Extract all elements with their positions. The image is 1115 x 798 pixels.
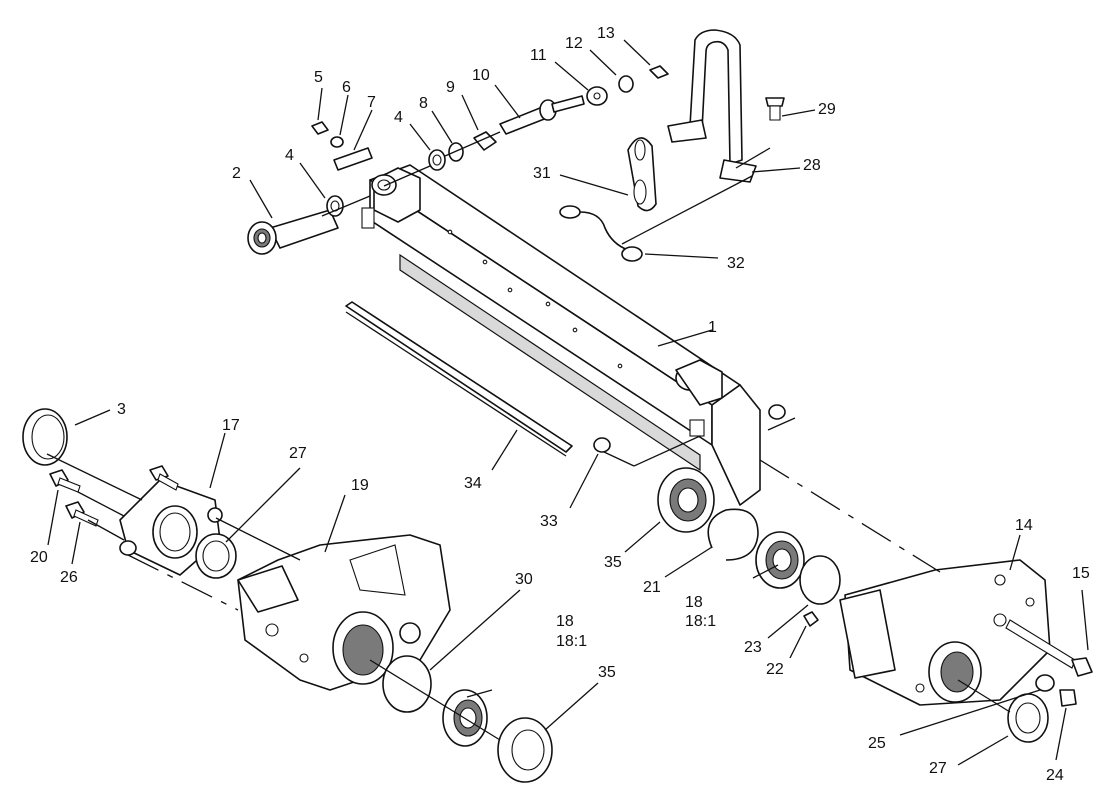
part-15-bolt xyxy=(1005,619,1093,677)
callout-4-left: 4 xyxy=(285,147,294,164)
callout-24: 24 xyxy=(1046,767,1064,784)
callout-19: 19 xyxy=(351,477,369,494)
part-4-bushing-right xyxy=(428,149,446,171)
part-19-housing xyxy=(237,534,451,691)
callout-9: 9 xyxy=(446,79,455,96)
part-31-chain xyxy=(627,137,657,212)
part-35-seal-right xyxy=(657,467,715,533)
part-4-bushing-left xyxy=(326,195,344,217)
callout-26: 26 xyxy=(60,569,78,586)
callout-1: 1 xyxy=(708,319,717,336)
callout-3: 3 xyxy=(117,401,126,418)
part-6-washer xyxy=(330,136,344,148)
callout-10: 10 xyxy=(472,67,490,84)
part-27-seal-right xyxy=(1007,693,1049,743)
callout-5: 5 xyxy=(314,69,323,86)
callout-27-right: 27 xyxy=(929,760,947,777)
callout-18-right: 18 xyxy=(685,594,703,611)
part-20-bolt xyxy=(49,469,81,493)
callout-21: 21 xyxy=(643,579,661,596)
callout-17: 17 xyxy=(222,417,240,434)
callout-32: 32 xyxy=(727,255,745,272)
part-25-nut xyxy=(1035,674,1055,692)
assembly-lines xyxy=(46,131,1011,741)
part-5-bolt xyxy=(311,121,329,135)
part-29-bolt xyxy=(765,97,785,121)
part-13-nut xyxy=(649,65,669,79)
part-14-housing xyxy=(839,559,1051,706)
part-27-seal-left xyxy=(195,533,237,579)
callout-35-left: 35 xyxy=(598,664,616,681)
part-3-cap xyxy=(22,408,68,466)
part-2-shaft xyxy=(247,209,339,255)
callout-2: 2 xyxy=(232,165,241,182)
callout-13: 13 xyxy=(597,25,615,42)
callout-18-left: 18 xyxy=(556,613,574,630)
callout-23: 23 xyxy=(744,639,762,656)
callout-8: 8 xyxy=(419,95,428,112)
callout-6: 6 xyxy=(342,79,351,96)
leader-lines xyxy=(47,39,1089,766)
part-11-washer xyxy=(586,86,608,106)
callout-12: 12 xyxy=(565,35,583,52)
callout-34: 34 xyxy=(464,475,482,492)
part-nut-right xyxy=(768,404,786,420)
part-35-seal-left xyxy=(497,717,553,783)
callout-28: 28 xyxy=(803,157,821,174)
part-7-plate xyxy=(333,147,373,171)
callout-18-1-right: 18:1 xyxy=(685,613,716,630)
callouts: 1 2 3 4 4 5 6 7 8 9 10 11 12 13 14 15 17… xyxy=(30,25,1090,784)
callout-35-right: 35 xyxy=(604,554,622,571)
part-24-bolt xyxy=(1059,689,1077,707)
part-1-beam xyxy=(361,164,761,506)
callout-4-right: 4 xyxy=(394,109,403,126)
part-21-snap-ring xyxy=(707,508,759,561)
part-32-cable xyxy=(559,205,643,262)
callout-15: 15 xyxy=(1072,565,1090,582)
callout-11: 11 xyxy=(530,47,547,64)
callout-33: 33 xyxy=(540,513,558,530)
part-30-oring xyxy=(382,655,432,713)
callout-18-1-left: 18:1 xyxy=(556,633,587,650)
callout-30: 30 xyxy=(515,571,533,588)
part-12-spring xyxy=(618,75,634,93)
part-18-bearing-right xyxy=(755,531,805,589)
part-10-pin xyxy=(499,95,585,135)
callout-20: 20 xyxy=(30,549,48,566)
callout-25: 25 xyxy=(868,735,886,752)
part-23-oring xyxy=(799,555,841,605)
part-28-handle xyxy=(667,29,757,183)
callout-22: 22 xyxy=(766,661,784,678)
part-8-clip xyxy=(448,142,464,162)
callout-31: 31 xyxy=(533,165,551,182)
callout-27-left: 27 xyxy=(289,445,307,462)
part-17-bolt xyxy=(149,465,179,491)
part-34-strip xyxy=(345,301,573,457)
part-17-bracket xyxy=(119,479,223,576)
callout-14: 14 xyxy=(1015,517,1033,534)
callout-29: 29 xyxy=(818,101,836,118)
part-33-nut xyxy=(593,437,611,453)
part-22-nut xyxy=(803,611,819,627)
callout-7: 7 xyxy=(367,94,376,111)
